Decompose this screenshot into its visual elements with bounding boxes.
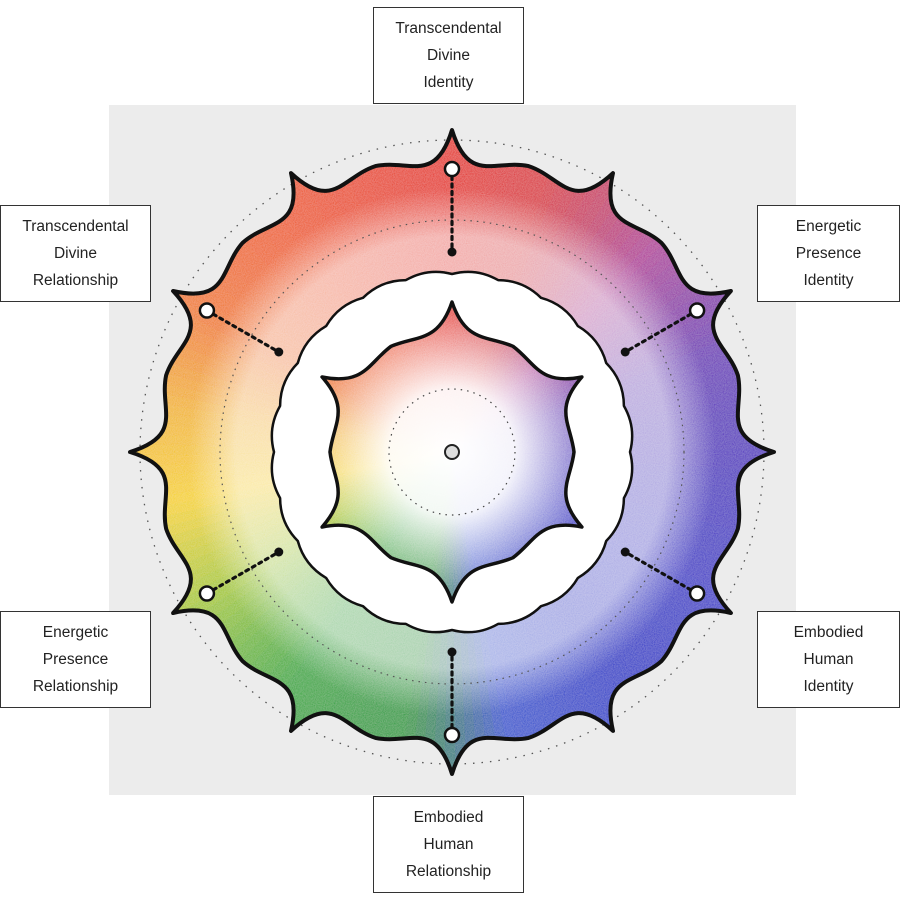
- spoke: [198, 547, 284, 602]
- spoke: [198, 302, 284, 357]
- label-line: Identity: [803, 678, 854, 695]
- spoke: [620, 547, 706, 602]
- label-line: Relationship: [405, 863, 492, 880]
- outer-petal-outline: [128, 128, 776, 776]
- filled-dot-icon: [447, 247, 457, 257]
- filled-dot-icon: [620, 547, 630, 557]
- label-line: Energetic: [795, 218, 862, 235]
- hollow-circle-icon: [443, 160, 461, 178]
- filled-dot-icon: [274, 547, 284, 557]
- label-embodied-human-relationship: Embodied Human Relationship: [373, 796, 524, 893]
- label-line: Transcendental: [22, 218, 129, 235]
- center-circle-icon: [444, 444, 460, 460]
- filled-dot-icon: [274, 347, 284, 357]
- hollow-circle-icon: [198, 302, 216, 319]
- spoke: [443, 647, 461, 744]
- label-line: Energetic: [42, 624, 109, 641]
- hollow-circle-icon: [688, 302, 706, 319]
- label-transcendental-divine-relationship: Transcendental Divine Relationship: [0, 205, 151, 302]
- label-line: Relationship: [32, 272, 119, 289]
- label-transcendental-divine-identity: Transcendental Divine Identity: [373, 7, 524, 104]
- filled-dot-icon: [620, 347, 630, 357]
- filled-dot-icon: [447, 647, 457, 657]
- label-embodied-human-identity: Embodied Human Identity: [757, 611, 900, 708]
- label-line: Human: [803, 651, 854, 668]
- label-line: Relationship: [32, 678, 119, 695]
- label-line: Presence: [795, 245, 862, 262]
- label-line: Identity: [803, 272, 854, 289]
- label-energetic-presence-relationship: Energetic Presence Relationship: [0, 611, 151, 708]
- spoke: [620, 302, 706, 357]
- label-line: Human: [423, 836, 474, 853]
- spokes: [198, 160, 706, 744]
- label-line: Identity: [423, 74, 474, 91]
- hollow-circle-icon: [198, 585, 216, 602]
- label-line: Divine: [53, 245, 98, 262]
- label-line: Embodied: [413, 809, 484, 826]
- spoke: [443, 160, 461, 257]
- hollow-circle-icon: [443, 726, 461, 744]
- label-line: Transcendental: [395, 20, 502, 37]
- label-energetic-presence-identity: Energetic Presence Identity: [757, 205, 900, 302]
- hollow-circle-icon: [688, 585, 706, 602]
- label-line: Presence: [42, 651, 109, 668]
- label-line: Divine: [426, 47, 471, 64]
- inner-dotted-circle: [388, 388, 516, 516]
- label-line: Embodied: [793, 624, 864, 641]
